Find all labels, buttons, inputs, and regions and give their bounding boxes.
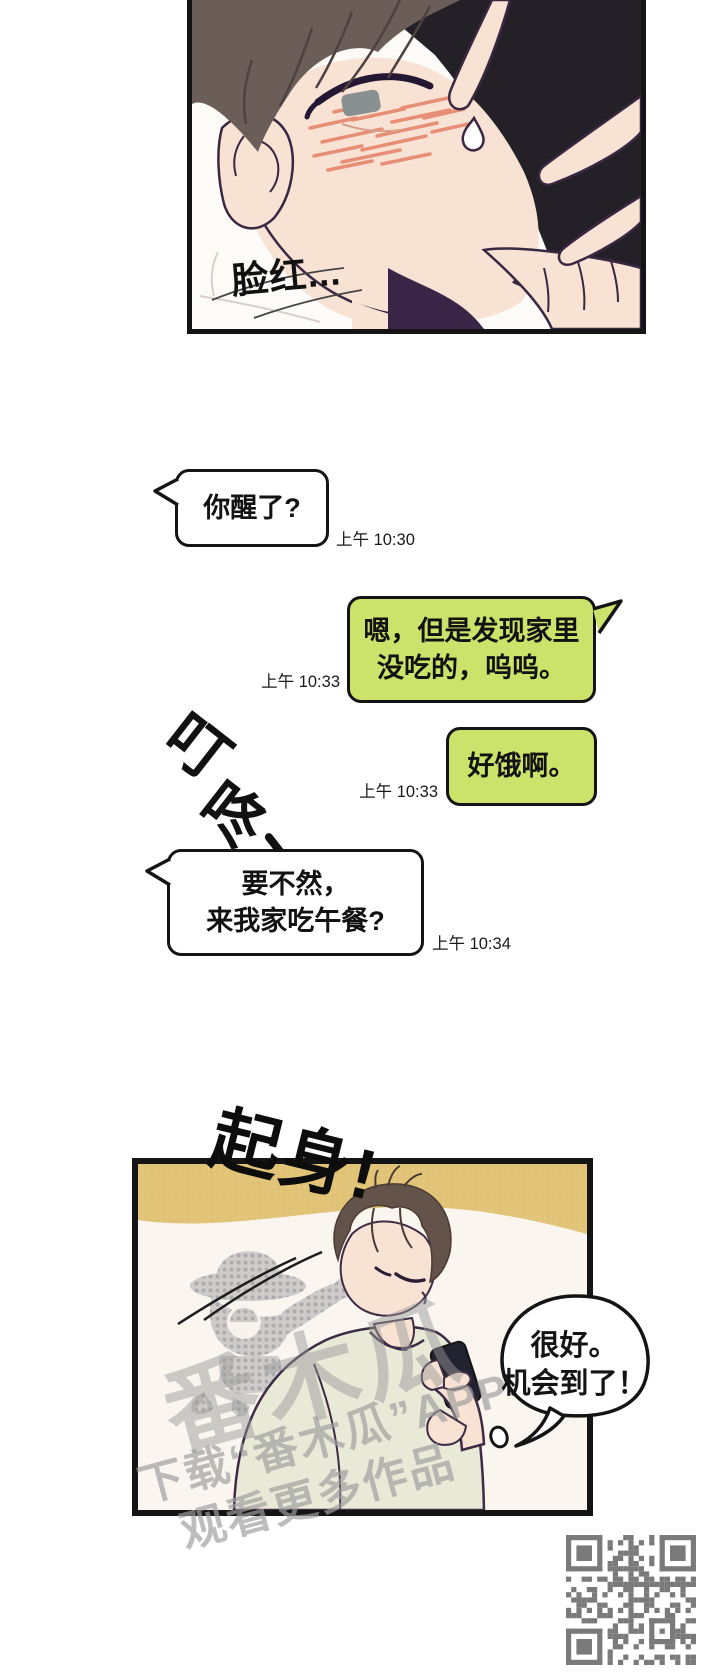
qr-code <box>564 1531 698 1669</box>
bubble-text: 要不然， <box>241 868 350 899</box>
bubble-text: 来我家吃午餐? <box>206 905 385 936</box>
bubble-text: 嗯，但是发现家里 <box>363 615 580 646</box>
balloon-text-line2: 机会到了！ <box>501 1368 647 1400</box>
panel-top-art <box>192 0 641 329</box>
timestamp: 上午 10:33 <box>359 783 438 801</box>
balloon-text-line1: 很好。 <box>530 1330 618 1362</box>
chat-bubble-left-1: 你醒了? <box>175 469 329 547</box>
thought-balloon <box>489 1294 650 1449</box>
timestamp: 上午 10:33 <box>261 673 340 691</box>
panel-top <box>187 0 646 334</box>
panel-bottom-art <box>138 1164 587 1510</box>
chat-bubble-right-2: 好饿啊。 <box>446 727 597 806</box>
chat-bubble-right-1: 嗯，但是发现家里 没吃的，呜呜。 <box>347 596 596 703</box>
bubble-tail-left-2 <box>145 857 171 887</box>
bubble-tail-right-1 <box>592 599 623 634</box>
chat-bubble-left-2: 要不然， 来我家吃午餐? <box>167 849 424 956</box>
mascot-watermark <box>190 1251 354 1417</box>
sfx-blush-caption: 脸红... <box>229 251 343 302</box>
bubble-text: 好饿啊。 <box>467 751 576 781</box>
timestamp: 上午 10:34 <box>432 935 511 953</box>
bubble-tail-left-1 <box>153 477 179 507</box>
bubble-text: 你醒了? <box>203 492 301 523</box>
timestamp: 上午 10:30 <box>336 531 415 549</box>
bubble-text: 没吃的，呜呜。 <box>377 652 566 683</box>
